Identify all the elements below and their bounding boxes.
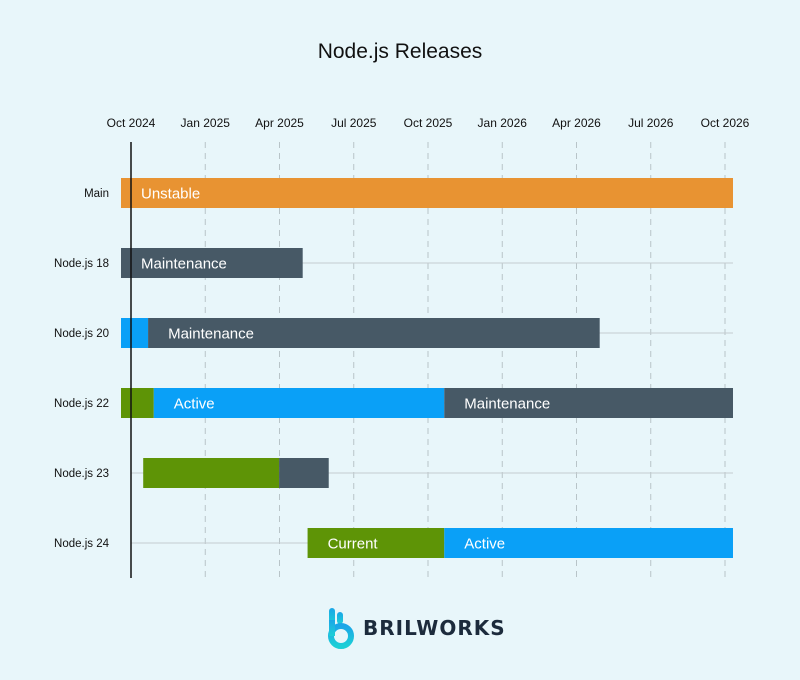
x-tick-label: Oct 2026 (701, 116, 750, 130)
brilworks-logo-icon (328, 608, 354, 649)
bar-segment-maintenance (279, 458, 329, 488)
bar-segment-active (121, 318, 149, 348)
row-label: Node.js 24 (54, 538, 110, 550)
brand-logo: BRILWORKS (327, 606, 506, 650)
row-label: Main (84, 188, 109, 200)
bar-label: Maintenance (168, 326, 254, 343)
bar-segment-current (121, 388, 154, 418)
bar-label: Active (174, 396, 215, 413)
brand-name: BRILWORKS (363, 616, 506, 640)
x-tick-label: Jul 2025 (331, 116, 377, 130)
bar-segment-active (153, 388, 445, 418)
chart-title: Node.js Releases (317, 40, 483, 63)
bar-label: Active (464, 536, 505, 553)
x-tick-label: Apr 2025 (255, 116, 304, 130)
x-tick-label: Oct 2025 (404, 116, 453, 130)
bar-segment-unstable (121, 178, 733, 208)
bar-segment-maintenance (121, 248, 303, 278)
x-tick-label: Apr 2026 (552, 116, 601, 130)
bar-label: Maintenance (464, 396, 550, 413)
bar-segment-current (143, 458, 280, 488)
bar-label: Current (328, 536, 379, 553)
bar-segment-active (444, 528, 733, 558)
row-label: Node.js 20 (54, 328, 109, 340)
row-label: Node.js 18 (54, 258, 109, 270)
row-label: Node.js 22 (54, 398, 109, 410)
x-tick-label: Oct 2024 (107, 116, 156, 130)
bar-label: Unstable (141, 186, 200, 203)
bar-segment-maintenance (148, 318, 600, 348)
bar-segment-current (307, 528, 445, 558)
row-lines (131, 192, 733, 544)
bar-segment-maintenance (444, 388, 733, 418)
gantt-chart: Oct 2024 Jan 2025 Apr 2025 Jul 2025 Oct 2025… (54, 116, 750, 578)
x-tick-label: Jan 2026 (478, 116, 528, 130)
x-tick-label: Jan 2025 (181, 116, 231, 130)
x-axis-ticks: Oct 2024 Jan 2025 Apr 2025 Jul 2025 Oct 2025… (107, 116, 750, 130)
row-label: Node.js 23 (54, 468, 109, 480)
x-tick-label: Jul 2026 (628, 116, 674, 130)
gridlines (204, 142, 726, 578)
bar-label: Maintenance (141, 256, 227, 273)
